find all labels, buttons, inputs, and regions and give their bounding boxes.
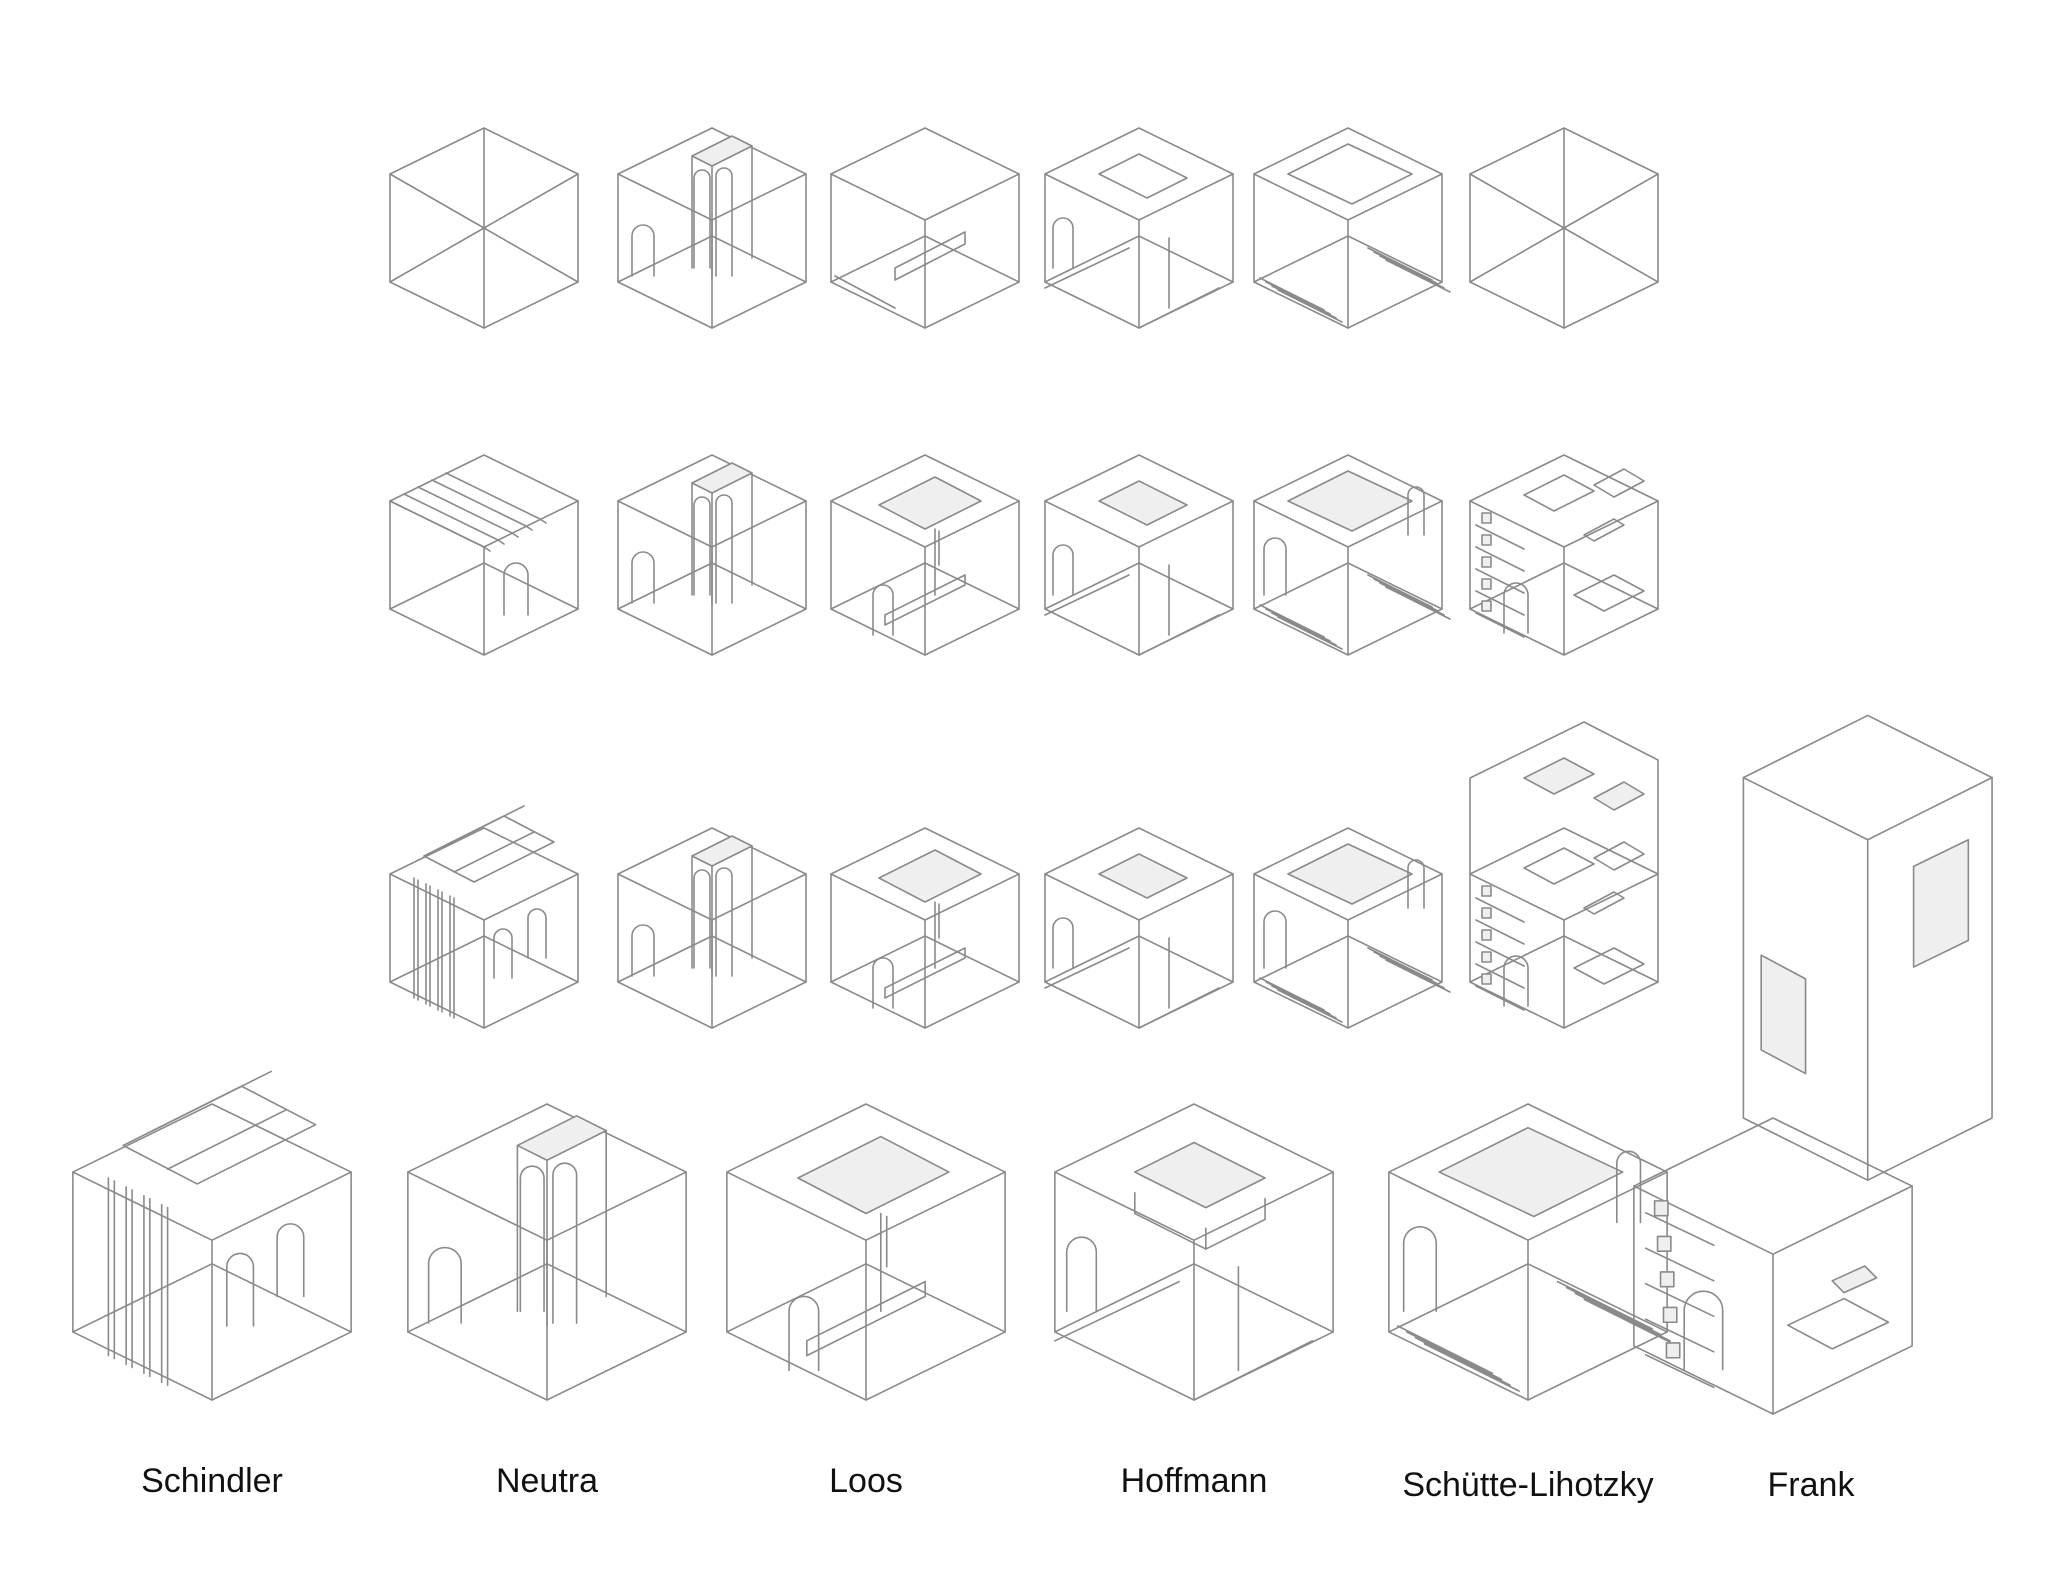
cube-r2-c3-skylight-ledge: [830, 454, 1020, 656]
cube-r1-c2-column-arches: [617, 127, 807, 329]
label-loos: Loos: [829, 1462, 903, 1500]
cube-r1-c5-stair-lines: [1253, 127, 1451, 329]
cube-large-6-double-volume: [1633, 714, 1993, 1415]
label-schutte-lihotzky: Schütte-Lihotzky: [1402, 1466, 1654, 1504]
cube-large-1-grid-frame: [72, 1070, 352, 1401]
cube-r3-c4-arch-skylight: [1044, 827, 1234, 1029]
label-hoffmann: Hoffmann: [1120, 1462, 1268, 1500]
cube-r2-c4-arch-skylight: [1044, 454, 1234, 656]
cube-r1-c1-diagonal-cube: [389, 127, 579, 329]
cube-r2-c6-shelves-furniture: [1469, 454, 1659, 656]
cube-r3-c2-column-arches: [617, 827, 807, 1029]
cube-r2-c1-beam-roof: [389, 454, 579, 656]
label-neutra: Neutra: [495, 1462, 599, 1500]
cube-large-2-column-arches: [407, 1103, 687, 1401]
cube-r3-c1-grid-frame: [389, 805, 579, 1029]
cube-r1-c3-step-floor: [830, 127, 1020, 329]
cube-large-4-box-skylight: [1054, 1103, 1334, 1401]
cube-r1-c4-open-plan: [1044, 127, 1234, 329]
cube-large-3-skylight-ledge: [726, 1103, 1006, 1401]
cube-r3-c6-stacked-shelves: [1469, 721, 1659, 1029]
label-frank: Frank: [1767, 1466, 1855, 1504]
cube-r2-c2-column-arches: [617, 454, 807, 656]
cube-r2-c5-stair-skylight: [1253, 454, 1451, 656]
cube-large-5-stair-skylight: [1388, 1103, 1680, 1401]
cube-r1-c6-diagonal-cube: [1469, 127, 1659, 329]
cube-r3-c5-stair-skylight: [1253, 827, 1451, 1029]
label-schindler: Schindler: [141, 1462, 283, 1500]
cube-r3-c3-skylight-ledge: [830, 827, 1020, 1029]
